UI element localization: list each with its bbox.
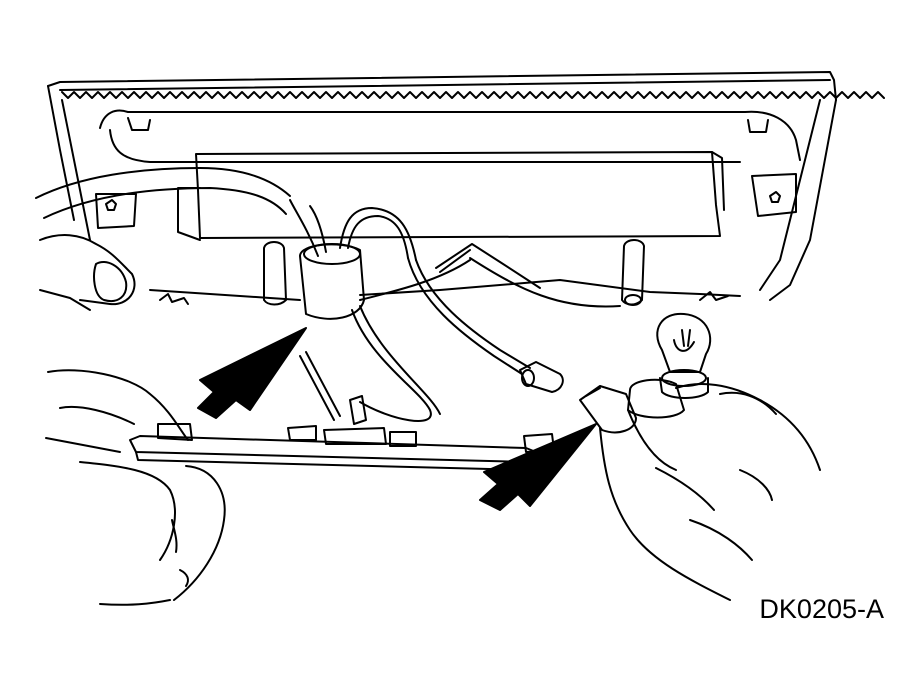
lamp-socket [300, 244, 364, 318]
hand-upper-left [40, 235, 135, 310]
bulb [657, 314, 710, 372]
bulb-assembly [580, 314, 710, 433]
arrow-to-socket [198, 328, 306, 418]
figure-id-label: DK0205-A [759, 594, 884, 624]
wire-connector [520, 362, 563, 392]
lamp-housing [48, 72, 884, 305]
wiring-harness [36, 168, 620, 424]
callout-arrows [198, 328, 596, 510]
serrated-rim [62, 92, 884, 98]
arrow-to-connector [480, 424, 596, 510]
hand-right [600, 384, 820, 600]
lamp-lens-board [130, 424, 554, 470]
hand-lower-left [46, 370, 225, 605]
